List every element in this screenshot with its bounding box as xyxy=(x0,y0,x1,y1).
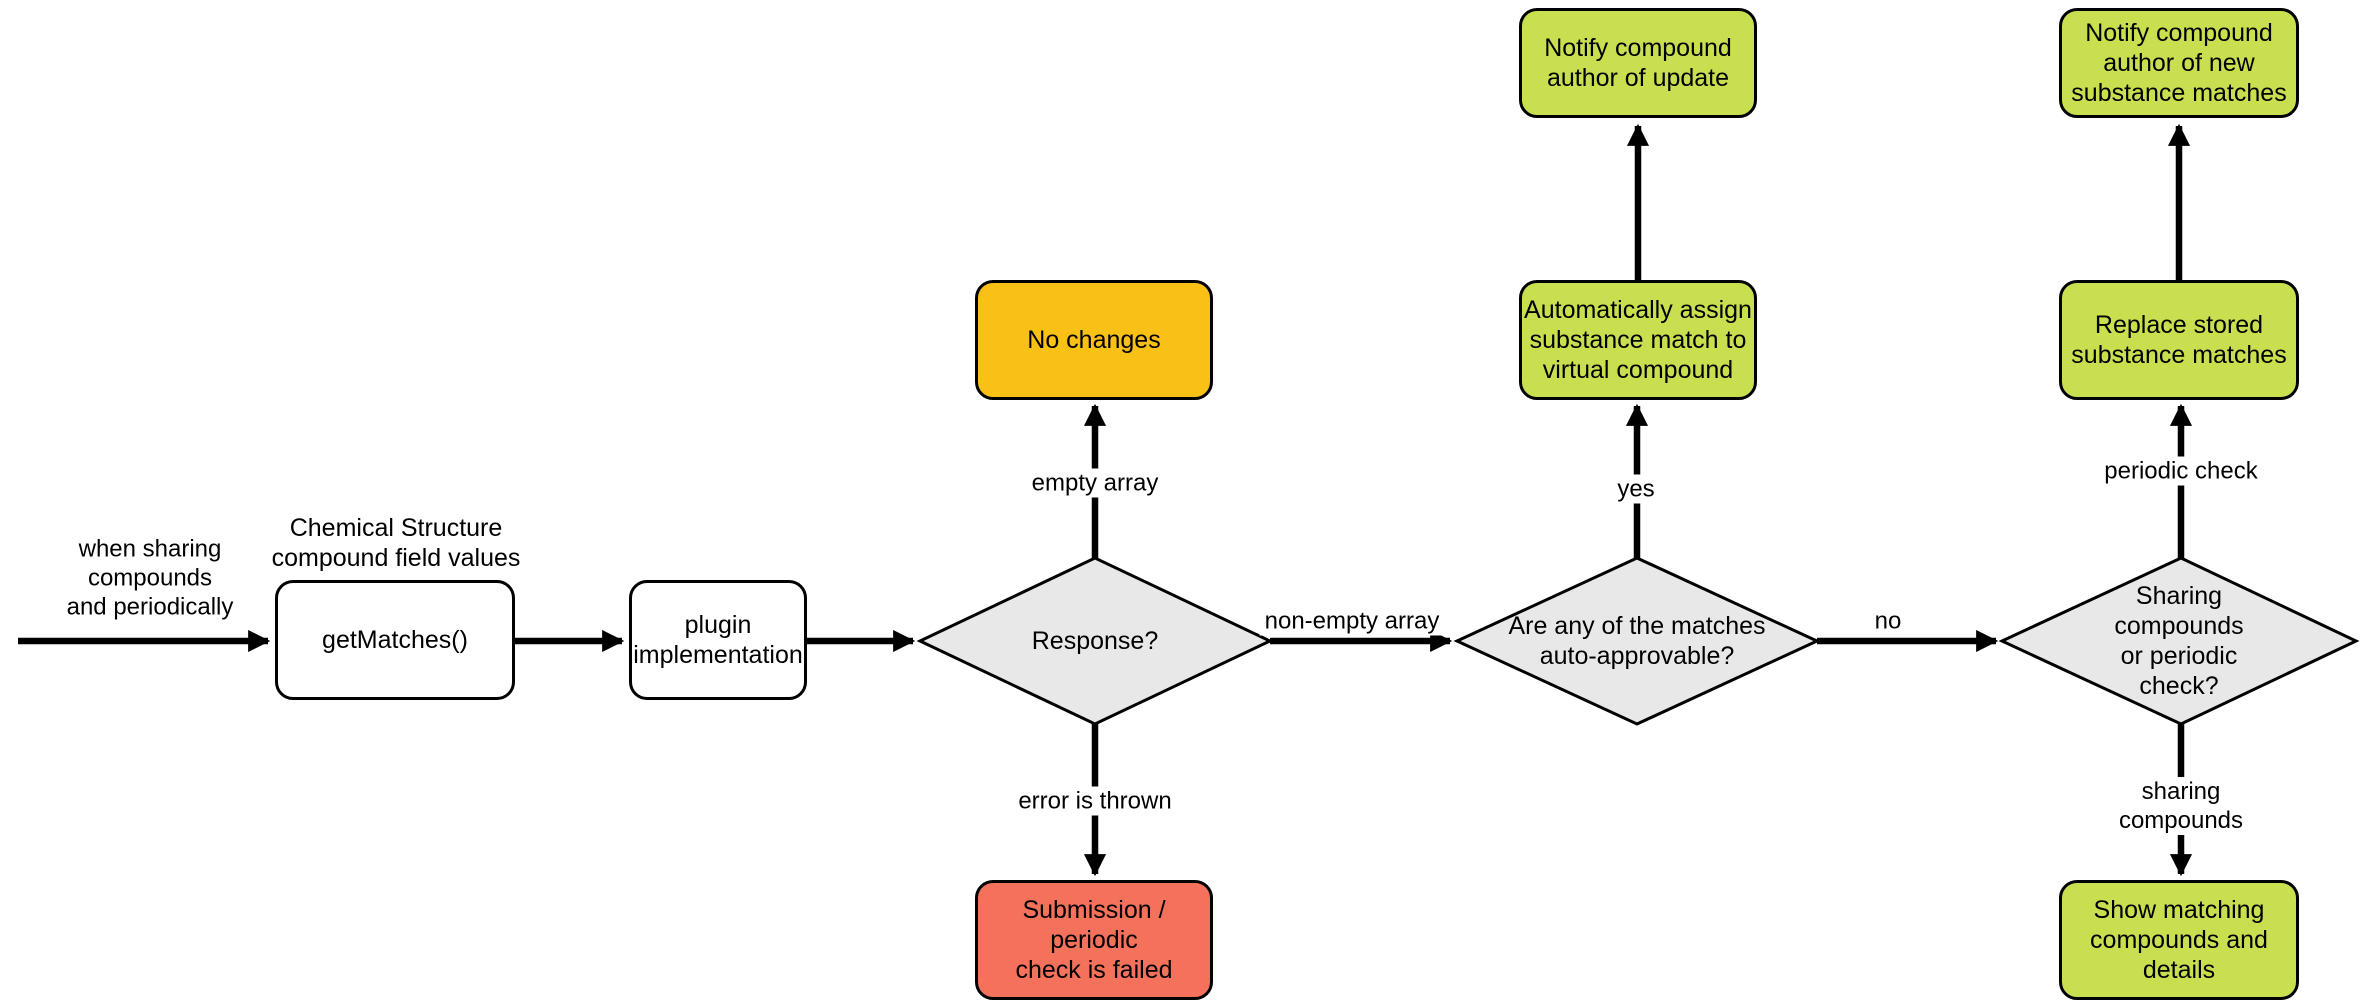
edge-label-start: when sharing compounds and periodically xyxy=(66,535,234,621)
node-get-matches-annotation: Chemical Structure compound field values xyxy=(271,514,521,572)
decision-response xyxy=(916,556,1274,726)
decision-sharing-or-periodic-label: Sharing compounds or periodic check? xyxy=(2114,582,2244,700)
node-notify-update: Notify compound author of update xyxy=(1519,8,1757,118)
decision-response-label: Response? xyxy=(1031,627,1159,655)
edge-label-non-empty-array: non-empty array xyxy=(1259,606,1445,636)
node-replace-stored: Replace stored substance matches xyxy=(2059,280,2299,400)
edge-label-periodic-check: periodic check xyxy=(2099,456,2263,486)
node-plugin-implementation: plugin implementation xyxy=(629,580,807,700)
decision-sharing-or-periodic xyxy=(1998,556,2360,726)
edge-label-sharing-compounds: sharing compounds xyxy=(2091,777,2271,835)
edge-label-no: no xyxy=(1869,606,1907,636)
node-get-matches: getMatches() xyxy=(275,580,515,700)
edge-label-yes: yes xyxy=(1612,474,1660,504)
node-auto-assign: Automatically assign substance match to … xyxy=(1519,280,1757,400)
node-no-changes: No changes xyxy=(975,280,1213,400)
edge-label-error-thrown: error is thrown xyxy=(1013,786,1177,816)
edge-label-empty-array: empty array xyxy=(1026,468,1164,498)
decision-auto-approvable-label: Are any of the matches auto-approvable? xyxy=(1508,612,1766,670)
node-check-failed: Submission / periodic check is failed xyxy=(975,880,1213,1000)
decision-auto-approvable xyxy=(1453,556,1821,726)
node-show-matching: Show matching compounds and details xyxy=(2059,880,2299,1000)
node-notify-new-matches: Notify compound author of new substance … xyxy=(2059,8,2299,118)
